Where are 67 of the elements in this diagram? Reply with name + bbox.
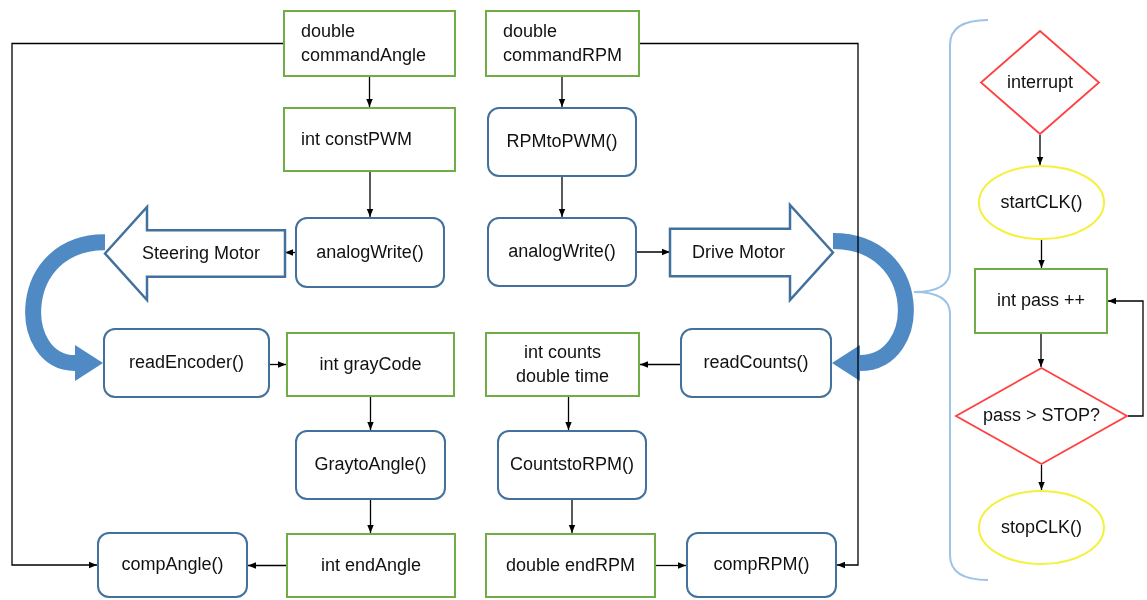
node-text: double commandAngle <box>301 20 428 67</box>
node-text: analogWrite() <box>508 240 616 264</box>
arrow <box>366 171 374 218</box>
node-text: compRPM() <box>713 553 810 577</box>
arrow <box>367 499 374 534</box>
variable-box <box>286 533 456 598</box>
terminal-ellipse <box>978 490 1105 565</box>
arrow <box>1036 134 1044 166</box>
variable-box <box>485 533 656 598</box>
arrow <box>1107 297 1144 417</box>
node-text: interrupt <box>1006 70 1073 94</box>
variable-box <box>283 10 456 77</box>
arrow <box>1038 464 1045 491</box>
arrow <box>1037 333 1045 368</box>
variable-box <box>286 332 455 397</box>
arrow <box>11 42 284 569</box>
arrow <box>568 499 576 534</box>
arrow <box>1038 239 1045 269</box>
function-box <box>487 107 637 177</box>
function-box <box>487 217 637 287</box>
arrow <box>639 42 859 569</box>
node-text: int constPWM <box>301 127 413 151</box>
function-box <box>103 328 270 398</box>
node-text: pass > STOP? <box>982 404 1101 428</box>
node-text: double commandRPM <box>503 20 624 67</box>
motor-shape <box>105 207 285 300</box>
function-box <box>680 328 832 398</box>
arrow <box>366 76 373 108</box>
node-text: compAngle() <box>121 553 224 577</box>
decision-diamond <box>955 367 1128 465</box>
function-box <box>97 532 248 598</box>
node-text: int counts double time <box>514 341 611 388</box>
arrow <box>636 248 671 256</box>
arrow <box>639 361 681 368</box>
node-text: analogWrite() <box>316 240 424 264</box>
node-text: Steering Motor <box>141 241 261 265</box>
arrow <box>558 176 566 218</box>
arrow <box>367 396 374 431</box>
node-text: int endAngle <box>320 553 422 577</box>
variable-box <box>974 268 1108 334</box>
node-text: int grayCode <box>319 352 422 376</box>
node-text: CountstoRPM() <box>510 453 634 477</box>
variable-box <box>283 107 456 172</box>
curved-arrow <box>832 233 914 381</box>
variable-box <box>485 332 640 397</box>
function-box <box>295 217 445 288</box>
node-text: readCounts() <box>703 351 809 375</box>
node-text: double endRPM <box>505 553 636 577</box>
function-box <box>497 430 647 500</box>
node-text: Drive Motor <box>692 240 785 264</box>
variable-box <box>485 10 640 77</box>
arrow <box>269 361 287 368</box>
terminal-ellipse <box>978 165 1105 240</box>
node-text: RPMtoPWM() <box>506 130 618 154</box>
node-text: startCLK() <box>1000 190 1083 214</box>
decision-diamond <box>980 30 1100 135</box>
function-box <box>295 430 446 500</box>
arrow <box>558 76 566 108</box>
function-box <box>686 532 837 598</box>
node-text: int pass ++ <box>996 289 1086 313</box>
arrow <box>247 562 287 569</box>
node-text: readEncoder() <box>128 351 245 375</box>
node-text: GraytoAngle() <box>314 453 427 477</box>
arrow <box>655 562 687 569</box>
arrow <box>565 396 572 431</box>
motor-shape <box>670 205 833 300</box>
node-text: stopCLK() <box>1001 515 1082 539</box>
